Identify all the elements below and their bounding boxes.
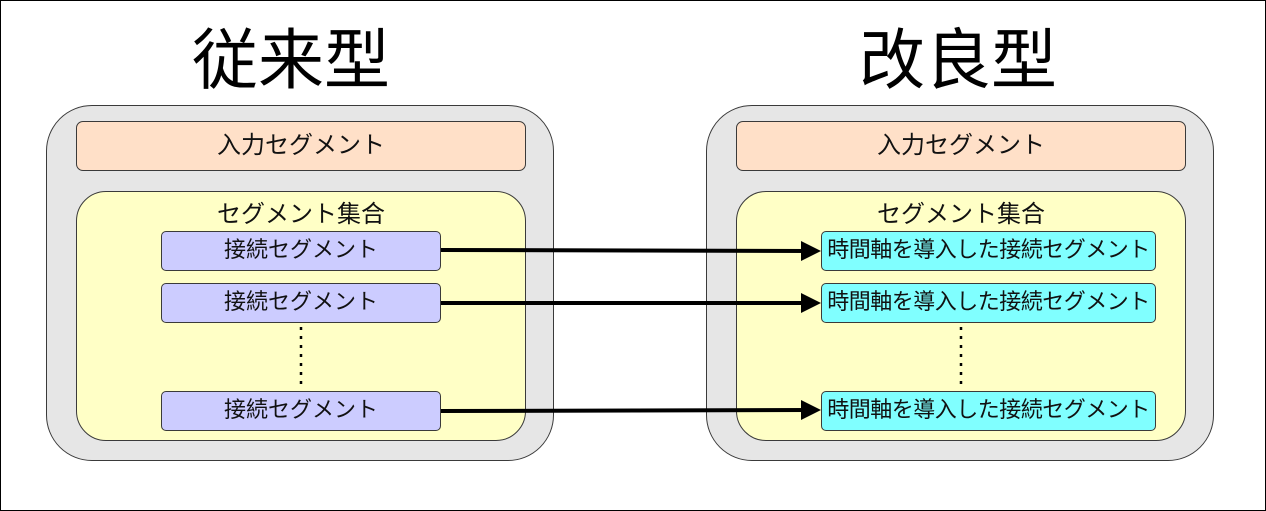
mapping-arrowhead-3 (801, 400, 821, 420)
mapping-arrow-1 (440, 248, 812, 253)
improved-connection-segment-1: 時間軸を導入した接続セグメント (821, 231, 1156, 271)
legacy-title: 従来型 (192, 22, 390, 99)
legacy-connection-segment-1: 接続セグメント (161, 231, 441, 271)
mapping-arrowhead-2 (801, 293, 821, 313)
legacy-connection-segment-3: 接続セグメント (161, 391, 441, 431)
mapping-arrowhead-1 (801, 241, 821, 261)
improved-input-segment: 入力セグメント (736, 121, 1186, 171)
legacy-segment-set-label: セグメント集合 (217, 200, 385, 228)
legacy-connection-segment-2: 接続セグメント (161, 283, 441, 323)
improved-segment-set-label: セグメント集合 (877, 200, 1045, 228)
improved-connection-segment-2: 時間軸を導入した接続セグメント (821, 283, 1156, 323)
improved-connection-segment-3: 時間軸を導入した接続セグメント (821, 391, 1156, 431)
legacy-input-segment: 入力セグメント (76, 121, 526, 171)
mapping-arrow-3 (440, 408, 812, 413)
improved-title: 改良型 (859, 22, 1057, 99)
